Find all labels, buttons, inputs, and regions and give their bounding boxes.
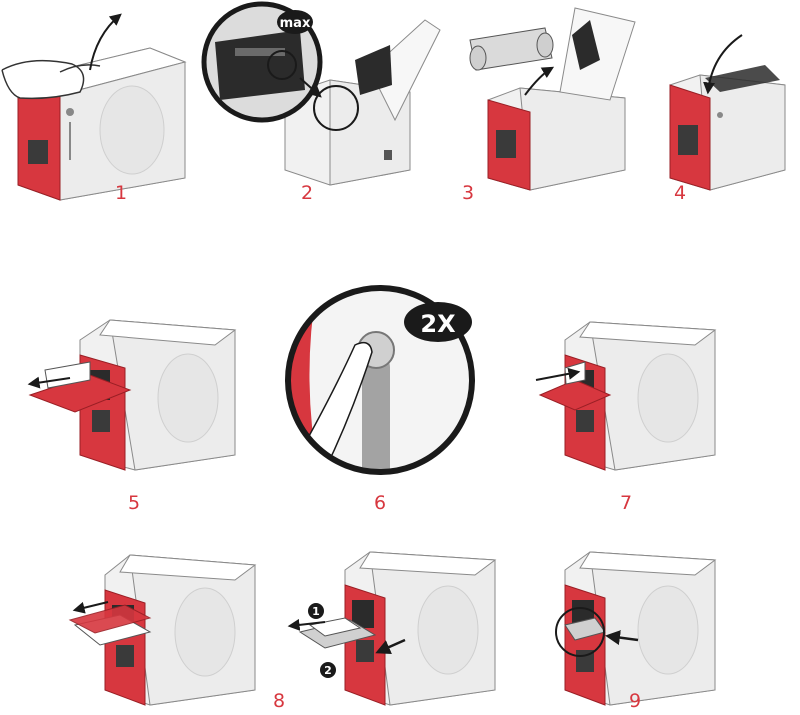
step-1-number: 1 xyxy=(115,182,128,204)
step-9-number: 9 xyxy=(629,690,642,712)
step-6-number: 6 xyxy=(374,492,387,514)
callout-1: 1 xyxy=(312,605,320,618)
callout-2: 2 xyxy=(324,664,332,677)
step-4-number: 4 xyxy=(674,182,687,204)
step-7-number: 7 xyxy=(620,492,633,514)
step-5-number: 5 xyxy=(128,492,141,514)
step-3-number: 3 xyxy=(462,182,475,204)
step-2-number: 2 xyxy=(301,182,314,204)
step-8-number: 8 xyxy=(273,690,286,712)
step-6-2x-badge: 2X xyxy=(420,310,456,338)
step-2-max-badge: max xyxy=(280,16,311,31)
